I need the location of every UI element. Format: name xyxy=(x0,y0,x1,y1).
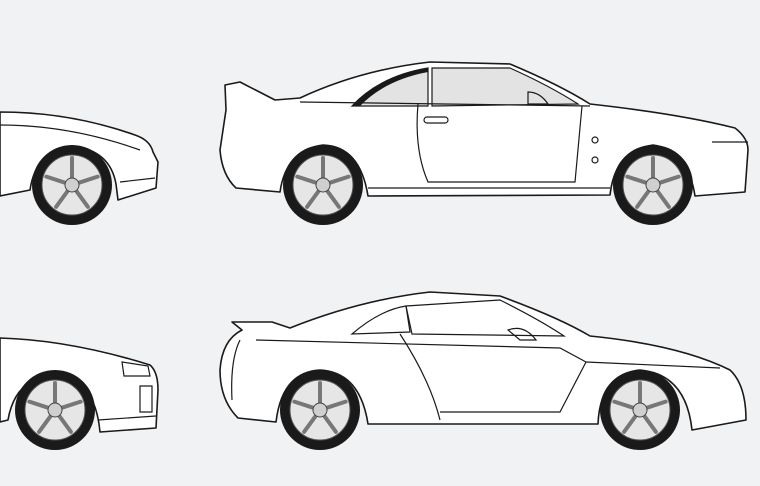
wheel-icon xyxy=(30,143,114,227)
skyline-r33-front-partial xyxy=(0,111,159,227)
gtr-r35-front-partial xyxy=(0,337,159,452)
wheel-icon xyxy=(13,368,97,452)
wheel-icon xyxy=(611,143,695,227)
skyline-r33-side xyxy=(219,61,749,227)
wheel-icon xyxy=(281,143,365,227)
wheel-icon xyxy=(598,368,682,452)
wheel-icon xyxy=(278,368,362,452)
gtr-r35-side xyxy=(219,291,747,452)
